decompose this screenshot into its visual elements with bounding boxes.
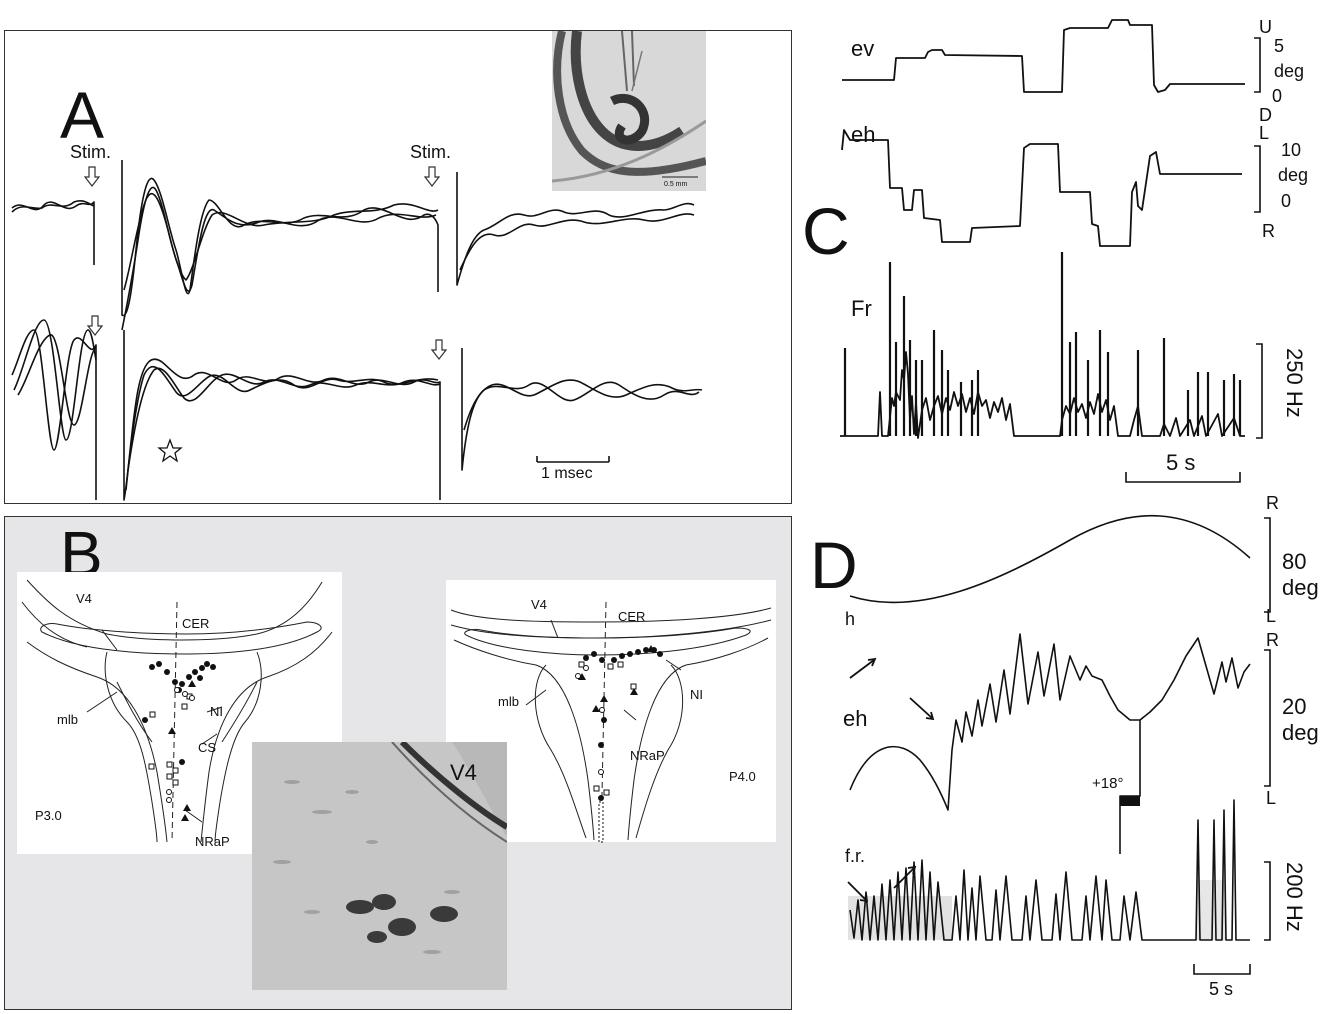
d-h-label: h	[845, 609, 856, 629]
left-mlb-label: mlb	[57, 712, 78, 727]
c-fr-scale: 250 Hz	[1282, 348, 1307, 418]
right-v4-label: V4	[531, 597, 547, 612]
v4-photomicrograph: V4	[252, 742, 507, 990]
d-h-scale-value: 80	[1282, 549, 1307, 574]
panel-c-letter: C	[802, 194, 850, 268]
d-fr-label: f.r.	[845, 846, 866, 866]
right-nrap-label: NRaP	[630, 748, 665, 763]
d-h-scale-bottom: L	[1266, 606, 1277, 626]
stim-arrow-1	[83, 166, 101, 187]
d-time-scale: 5 s	[1209, 979, 1234, 999]
d-h-scale-top: R	[1266, 493, 1279, 513]
left-nrap-label: NRaP	[195, 834, 230, 849]
right-mlb-label: mlb	[498, 694, 519, 709]
left-cer-label: CER	[182, 616, 210, 631]
c-fr-label: Fr	[851, 296, 872, 321]
c-ev-scale-unit: deg	[1274, 61, 1305, 81]
left-cs-label: CS	[198, 740, 217, 755]
star-marker	[157, 438, 183, 463]
d-eh-label: eh	[843, 706, 868, 731]
section-left-drawing	[21, 579, 333, 843]
d-eh-scale-top: R	[1266, 630, 1279, 650]
c-ev-scale-value: 5	[1274, 36, 1285, 56]
c-ev-label: ev	[851, 36, 875, 61]
d-eh-scale-bottom: L	[1266, 788, 1277, 808]
right-nl-label: NI	[690, 687, 703, 702]
left-section-label: P3.0	[35, 808, 62, 823]
d-h-scale-unit: deg	[1282, 575, 1319, 600]
panel-d-traces	[847, 514, 1271, 975]
histology-inset: 0.5 mm	[552, 31, 706, 191]
c-eh-scale-unit: deg	[1278, 165, 1309, 185]
photo-v4-label: V4	[450, 760, 477, 785]
c-eh-scale-value: 10	[1281, 140, 1302, 160]
c-ev-scale-top: U	[1259, 17, 1272, 37]
panel-d-letter: D	[810, 528, 858, 602]
stim-arrow-2	[423, 166, 441, 187]
inset-scale-label: 0.5 mm	[664, 181, 688, 188]
right-section-label: P4.0	[729, 769, 756, 784]
d-fr-scale: 200 Hz	[1282, 862, 1307, 932]
panel-a-letter: A	[60, 78, 105, 152]
d-step-label: +18°	[1092, 775, 1124, 792]
d-eh-scale-unit: deg	[1282, 720, 1319, 745]
stim-label-1: Stim.	[70, 142, 112, 162]
c-eh-scale-top: L	[1259, 123, 1270, 143]
left-v4-label: V4	[76, 591, 92, 606]
d-eh-scale-value: 20	[1282, 694, 1307, 719]
a-scalebar-label: 1 msec	[541, 465, 593, 482]
c-ev-scale-bottom: D	[1259, 105, 1272, 125]
stim-arrow-3	[86, 315, 104, 336]
stim-arrow-4	[430, 339, 448, 360]
left-nl-label: NI	[210, 704, 223, 719]
panel-a-traces	[11, 160, 703, 501]
c-eh-scale-zero: 0	[1281, 191, 1292, 211]
section-right-drawing	[450, 601, 772, 843]
c-eh-scale-bottom: R	[1262, 221, 1275, 241]
c-time-scale: 5 s	[1166, 450, 1196, 475]
panel-c-traces	[840, 19, 1263, 483]
right-cer-label: CER	[618, 609, 646, 624]
stim-label-2: Stim.	[410, 142, 452, 162]
c-ev-scale-zero: 0	[1272, 86, 1283, 106]
